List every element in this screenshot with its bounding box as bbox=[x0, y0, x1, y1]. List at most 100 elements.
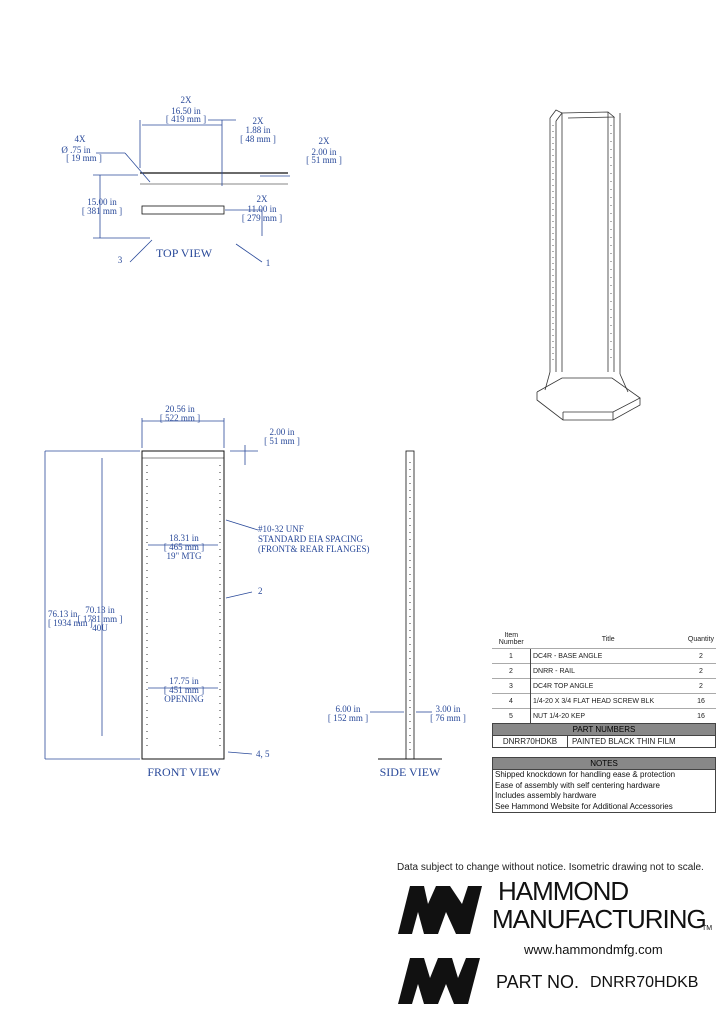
front-dim-opening-2: [ 451 mm ] bbox=[164, 685, 204, 695]
front-note-leader bbox=[225, 519, 259, 531]
front-dim-usable-3: 40U bbox=[92, 623, 108, 633]
top-dim-base-3: [ 279 mm ] bbox=[242, 213, 282, 223]
note-item: Includes assembly hardware bbox=[495, 791, 597, 800]
top-dim-angle-1: 2X bbox=[319, 136, 331, 146]
front-note-spacing-1: #10-32 UNF bbox=[258, 524, 304, 534]
bom-header-title: Title bbox=[601, 635, 615, 643]
bom-qty: 16 bbox=[685, 693, 716, 709]
bom-qty: 16 bbox=[685, 708, 716, 723]
bom-title: DNRR - RAIL bbox=[529, 663, 686, 679]
note-item: Ease of assembly with self centering har… bbox=[495, 780, 660, 790]
side-dim-left-1: 6.00 in bbox=[335, 704, 361, 714]
top-view-base-angle bbox=[141, 205, 225, 215]
top-dim-flange-3: [ 48 mm ] bbox=[240, 134, 276, 144]
bom-title: 1/4-20 X 3/4 FLAT HEAD SCREW BLK bbox=[529, 693, 686, 709]
top-view-callout-leader-right bbox=[235, 243, 263, 263]
front-dim-width-1: 20.56 in bbox=[165, 404, 195, 414]
top-dim-2x-width-3: [ 419 mm ] bbox=[166, 114, 206, 124]
bom-item: 4 bbox=[492, 693, 531, 709]
bom-row: 3 DC4R TOP ANGLE 2 bbox=[492, 678, 716, 694]
part-no-value: DNRR70HDKB bbox=[590, 974, 699, 991]
top-view-callout-leader-left bbox=[129, 239, 153, 263]
company-name-line2: MANUFACTURING bbox=[492, 904, 707, 934]
bom-title: DC4R TOP ANGLE bbox=[529, 678, 686, 694]
part-no-label: PART NO. bbox=[496, 972, 580, 992]
note-item: Shipped knockdown for handling ease & pr… bbox=[495, 770, 676, 779]
bom-item: 5 bbox=[492, 708, 531, 723]
bom-row: 4 1/4-20 X 3/4 FLAT HEAD SCREW BLK 16 bbox=[492, 693, 716, 709]
top-dim-angle-2: 2.00 in bbox=[311, 147, 337, 157]
company-name-line1: HAMMOND bbox=[498, 876, 629, 906]
bom-header-qty: Quantity bbox=[687, 635, 714, 643]
part-number-description: PAINTED BLACK THIN FILM bbox=[572, 737, 676, 746]
bom-header-item: Item Number bbox=[498, 632, 524, 646]
front-callout-bottom: 4, 5 bbox=[256, 749, 270, 759]
side-dim-right-2: [ 76 mm ] bbox=[430, 713, 466, 723]
side-dim-left-2: [ 152 mm ] bbox=[328, 713, 368, 723]
front-callout-leader-mid bbox=[225, 591, 253, 599]
front-view-title: FRONT VIEW bbox=[147, 765, 221, 779]
top-dim-depth-2: [ 381 mm ] bbox=[82, 206, 122, 216]
iso-top-angle bbox=[561, 111, 616, 119]
bom-item: 1 bbox=[492, 648, 531, 664]
front-dim-flange-1: 2.00 in bbox=[269, 427, 295, 437]
bom-qty: 2 bbox=[685, 648, 716, 664]
front-dim-opening-3: OPENING bbox=[164, 694, 204, 704]
bom-qty: 2 bbox=[685, 678, 716, 694]
isometric-view bbox=[536, 109, 641, 421]
iso-base-top bbox=[536, 377, 641, 413]
front-note-spacing-3: (FRONT& REAR FLANGES) bbox=[258, 544, 370, 554]
front-dim-mtg-3: 19" MTG bbox=[167, 551, 202, 561]
front-dim-width-2: [ 522 mm ] bbox=[160, 413, 200, 423]
front-dim-usable-2: [ 1781 mm ] bbox=[78, 614, 123, 624]
front-note-spacing-2: STANDARD EIA SPACING bbox=[258, 534, 363, 544]
note-item: See Hammond Website for Additional Acces… bbox=[495, 801, 673, 811]
hammond-logo bbox=[398, 886, 482, 1004]
bill-of-materials: Item Number Title Quantity 1 DC4R - BASE… bbox=[492, 630, 716, 748]
iso-rail-top-left bbox=[549, 109, 563, 122]
bom-qty: 2 bbox=[685, 663, 716, 679]
top-dim-2x-width-1: 2X bbox=[181, 95, 193, 105]
logo-lower-mark bbox=[398, 958, 480, 1004]
front-dim-opening-1: 17.75 in bbox=[169, 676, 199, 686]
iso-foot-left bbox=[544, 371, 551, 391]
bom-item: 3 bbox=[492, 678, 531, 694]
bom-title: DC4R - BASE ANGLE bbox=[529, 648, 686, 664]
bom-row: 5 NUT 1/4-20 KEP 16 bbox=[492, 708, 716, 723]
front-view: 20.56 in [ 522 mm ] 2.00 in [ 51 mm ] 18… bbox=[44, 404, 370, 779]
side-view: 6.00 in [ 152 mm ] 3.00 in [ 76 mm ] SID… bbox=[328, 450, 466, 779]
front-dim-flange-2: [ 51 mm ] bbox=[264, 436, 300, 446]
bom-row: 1 DC4R - BASE ANGLE 2 bbox=[492, 648, 716, 664]
logo-upper-mark bbox=[398, 886, 482, 934]
top-view-title: TOP VIEW bbox=[156, 246, 213, 260]
top-dim-angle-3: [ 51 mm ] bbox=[306, 155, 342, 165]
front-view-frame bbox=[141, 450, 225, 760]
top-dim-flange-1: 2X bbox=[253, 116, 265, 126]
top-view: 2X 16.50 in [ 419 mm ] 2X 1.88 in [ 48 m… bbox=[61, 95, 342, 268]
top-dim-flange-2: 1.88 in bbox=[245, 125, 271, 135]
front-dim-usable-1: 70.13 in bbox=[85, 605, 115, 615]
disclaimer-text: Data subject to change without notice. I… bbox=[397, 862, 704, 873]
side-view-title: SIDE VIEW bbox=[380, 765, 441, 779]
front-dim-mtg-1: 18.31 in bbox=[169, 533, 199, 543]
top-dim-depth-1: 15.00 in bbox=[87, 197, 117, 207]
front-callout-leader-bottom bbox=[227, 751, 253, 755]
part-number-row: DNRR70HDKB PAINTED BLACK THIN FILM bbox=[492, 736, 716, 748]
bom-title: NUT 1/4-20 KEP bbox=[529, 708, 686, 723]
front-callout-mid: 2 bbox=[258, 586, 263, 596]
top-dim-base-2: 11.00 in bbox=[247, 204, 277, 214]
front-dim-height-1: 76.13 in bbox=[48, 609, 78, 619]
front-dim-height-2: [ 1934 mm ] bbox=[48, 618, 93, 628]
part-numbers-header: PART NUMBERS bbox=[492, 723, 716, 736]
iso-base-sides bbox=[536, 392, 641, 421]
front-dim-mtg-2: [ 465 mm ] bbox=[164, 542, 204, 552]
part-number-code: DNRR70HDKB bbox=[493, 736, 568, 747]
top-dim-2x-width-2: 16.50 in bbox=[171, 106, 201, 116]
top-dim-hole-2: Ø .75 in bbox=[61, 145, 91, 155]
notes-header: NOTES bbox=[492, 757, 716, 770]
company-website: www.hammondmfg.com bbox=[524, 942, 663, 957]
top-dim-hole-1: 4X bbox=[75, 134, 87, 144]
iso-foot-right bbox=[619, 373, 629, 393]
bom-row: 2 DNRR - RAIL 2 bbox=[492, 663, 716, 679]
